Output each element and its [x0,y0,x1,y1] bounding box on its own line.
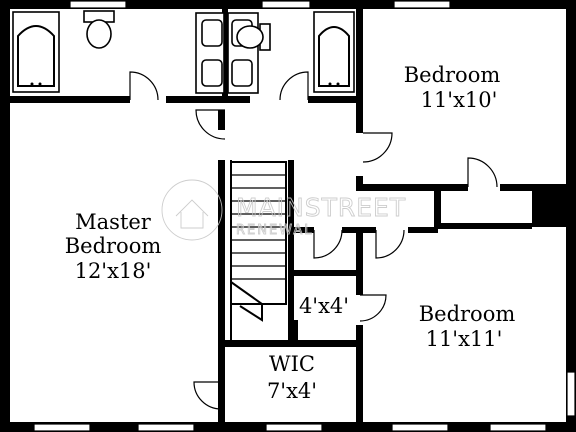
room-label-master: Master Bedroom 12'x18' [65,210,162,283]
room-name: Bedroom [419,302,516,326]
room-size: 4'x4' [299,294,349,318]
room-size: 11'x10' [421,88,498,112]
room-size: 11'x11' [426,327,503,351]
watermark-line2: RENEWAL [236,223,313,238]
staircase [230,160,287,340]
room-name: Bedroom [404,63,501,87]
watermark: MAINSTREET RENEWAL [161,179,406,241]
windows [33,0,576,432]
room-size: 7'x4' [267,379,317,403]
room-size: 12'x18' [75,259,152,283]
house-logo-icon [161,179,223,241]
toilet-icon [83,10,115,49]
room-name-line2: Bedroom [65,234,162,258]
tub-icon [12,11,60,93]
room-label-closet: 4'x4' [299,294,349,318]
room-label-bedroom-bottom: Bedroom 11'x11' [419,302,516,351]
room-name: WIC [269,352,315,376]
toilet-icon [236,23,271,51]
room-name: Master [75,210,152,234]
room-label-bedroom-top: Bedroom 11'x10' [404,63,501,112]
tub-icon [313,11,355,93]
double-vanity-icon [195,12,259,94]
doors [129,71,498,410]
watermark-line1: MAINSTREET [236,193,406,222]
room-label-wic: WIC 7'x4' [267,352,317,403]
